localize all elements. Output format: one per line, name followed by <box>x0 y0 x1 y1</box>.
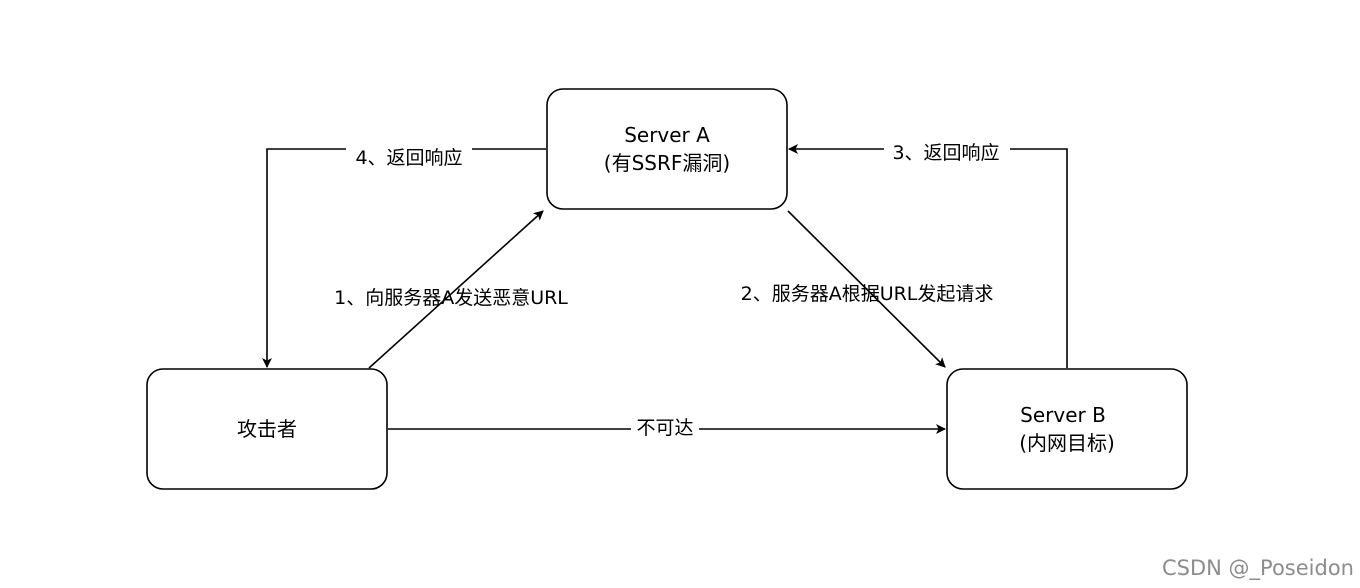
node-server-a-title: Server A <box>624 123 710 147</box>
label-return-response-b: 3、返回响应 <box>892 142 999 164</box>
label-server-request: 2、服务器A根据URL发起请求 <box>741 283 994 305</box>
label-unreachable: 不可达 <box>636 417 693 439</box>
node-server-a: Server A (有SSRF漏洞) <box>546 88 788 210</box>
node-attacker: 攻击者 <box>146 368 388 490</box>
node-attacker-title: 攻击者 <box>237 417 297 441</box>
node-server-b: Server B (内网目标) <box>946 368 1188 490</box>
node-server-b-subtitle: (内网目标) <box>1019 431 1115 455</box>
label-return-response-a: 4、返回响应 <box>355 147 462 169</box>
label-send-malicious-url: 1、向服务器A发送恶意URL <box>334 287 568 309</box>
label-bg-return-response-b <box>884 139 1010 161</box>
label-bg-return-response-a <box>346 146 472 168</box>
label-bg-unreachable <box>631 416 699 440</box>
edge-return-response-b <box>788 144 1068 368</box>
edge-send-malicious-url <box>368 210 544 369</box>
node-server-b-title: Server B <box>1020 403 1106 427</box>
watermark: CSDN @_Poseidon <box>1162 556 1354 580</box>
node-server-a-subtitle: (有SSRF漏洞) <box>604 151 730 175</box>
edge-server-request <box>787 210 946 368</box>
